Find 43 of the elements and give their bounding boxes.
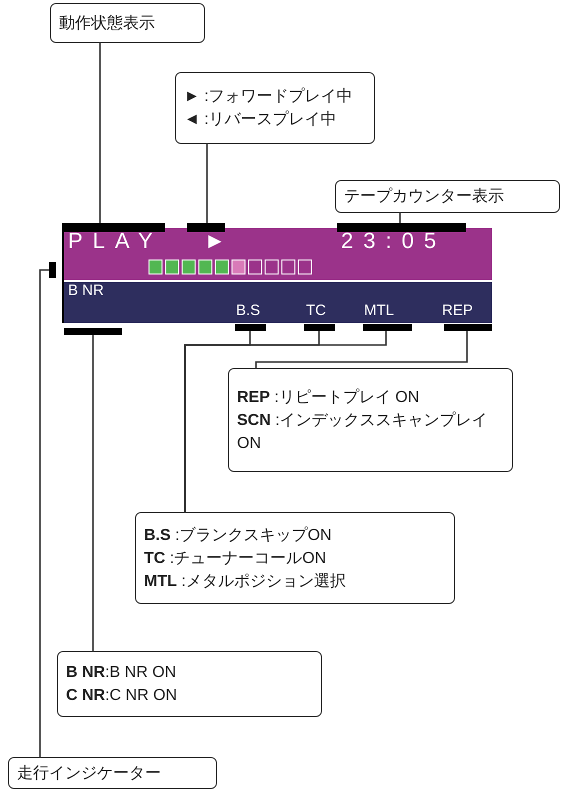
- segment-bar: [363, 324, 412, 331]
- callout-box: [175, 72, 375, 144]
- segment-bar: [444, 324, 492, 331]
- display-text: B.S: [236, 303, 260, 318]
- callout-text: SCN :インデックススキャンプレイON: [237, 410, 489, 454]
- callout-text: REP :リピートプレイ ON: [237, 388, 420, 408]
- segment-bar: [187, 223, 225, 232]
- leader-line: [92, 335, 94, 651]
- callout-text: MTL :メタルポジション選択: [144, 572, 347, 592]
- callout-text: ► :フォワードプレイ中: [184, 86, 354, 107]
- display-text: REP: [442, 303, 473, 318]
- display-text: PLAY: [68, 230, 163, 252]
- callout-text: TC :チューナーコールON: [144, 548, 328, 568]
- leader-line: [184, 331, 387, 512]
- display-text: MTL: [364, 303, 394, 318]
- callout-text: テープカウンター表示: [344, 186, 505, 207]
- callout-text: 動作状態表示: [59, 14, 156, 34]
- segment-bar: [49, 262, 56, 278]
- leader-line: [206, 144, 208, 223]
- callout-box: [57, 651, 322, 717]
- callout-text: 走行インジケーター: [17, 764, 162, 784]
- display-text: TC: [306, 303, 326, 318]
- segment-bar: [337, 223, 466, 232]
- callout-box: [8, 757, 217, 789]
- segment-bar: [64, 328, 122, 335]
- callout-text: C NR:C NR ON: [66, 686, 178, 706]
- callout-box: [335, 180, 560, 213]
- display-text: 23:05: [341, 230, 446, 252]
- callout-box: [228, 368, 513, 472]
- callout-text: B.S :ブランクスキップON: [144, 526, 333, 546]
- leader-line: [399, 213, 401, 223]
- leader-line: [99, 43, 101, 223]
- leader-line: [39, 269, 49, 758]
- callout-text: ◄ :リバースプレイ中: [184, 110, 338, 130]
- callout-box: [135, 512, 455, 604]
- callout-text: B NR:B NR ON: [66, 663, 178, 683]
- segment-bar: [62, 223, 165, 232]
- display-text: ►: [204, 230, 226, 252]
- leader-line: [255, 331, 468, 368]
- callout-box: [50, 3, 205, 43]
- segment-bar: [304, 324, 335, 331]
- display-text: B NR: [68, 283, 104, 298]
- segment-bar: [235, 324, 266, 331]
